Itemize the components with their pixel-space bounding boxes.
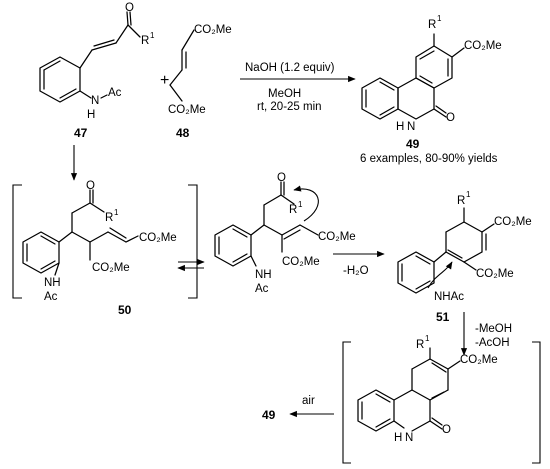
compound-47-structure xyxy=(39,11,141,103)
compound-49-label: 49 xyxy=(406,137,420,151)
c47-hydrogen: H xyxy=(87,109,95,121)
c47-r-label: R xyxy=(141,35,149,47)
compound-48-structure xyxy=(169,29,195,102)
c47-nitrogen: N xyxy=(91,95,99,107)
c51-r-label: R xyxy=(457,195,465,207)
compound-49-structure xyxy=(361,33,465,120)
compound-51-structure xyxy=(397,207,495,294)
c49-r-label: R xyxy=(428,19,436,31)
c48-ester-bottom: CO₂Me xyxy=(168,104,206,116)
dihydro-r-superscript: 1 xyxy=(425,334,430,343)
step4-oxidant: air xyxy=(302,395,315,407)
bracket-dihydro-left xyxy=(342,341,351,464)
c50-nh: NH xyxy=(44,277,61,289)
c50-ester-right: CO₂Me xyxy=(139,232,177,244)
step3-methanol-loss: -MeOH xyxy=(475,323,512,335)
compound-47-label: 47 xyxy=(74,126,88,140)
c47-r-superscript: 1 xyxy=(150,31,155,40)
c47-acetyl: Ac xyxy=(108,87,122,99)
c47-oxygen: O xyxy=(125,2,134,14)
bracket-dihydro-right xyxy=(532,341,541,464)
dihydro-carbonyl-o: O xyxy=(442,424,451,436)
step1-reagent: NaOH (1.2 equiv) xyxy=(245,62,335,74)
enolate-r-label: R xyxy=(289,204,297,216)
c50-r-label: R xyxy=(105,212,113,224)
step1-time: rt, 20-25 min xyxy=(257,101,322,113)
c48-ester-top: CO₂Me xyxy=(194,24,232,36)
dihydro-h: H xyxy=(394,432,402,444)
c50-oxygen: O xyxy=(86,180,95,192)
step2-water-loss: -H₂O xyxy=(343,265,369,277)
c49-h: H xyxy=(396,121,404,133)
c51-ester-top: CO₂Me xyxy=(494,216,532,228)
c50-r-superscript: 1 xyxy=(114,208,119,217)
plus-sign: + xyxy=(160,72,169,89)
enolate-ester-lower: CO₂Me xyxy=(282,256,320,268)
c51-nhac: NHAc xyxy=(434,291,464,303)
step1-solvent: MeOH xyxy=(268,88,301,100)
c50-ester-lower: CO₂Me xyxy=(92,262,130,274)
enolate-r-superscript: 1 xyxy=(298,200,303,209)
dihydro-nh: N xyxy=(405,432,413,444)
c49-carbonyl-o: O xyxy=(446,112,455,124)
c49-ester: CO₂Me xyxy=(464,40,502,52)
compound-48-label: 48 xyxy=(176,126,190,140)
enolate-ester-right: CO₂Me xyxy=(318,231,356,243)
compound-50-label: 50 xyxy=(118,303,132,317)
bracket-50-right xyxy=(188,184,198,299)
enolate-intermediate-structure xyxy=(214,181,319,267)
enolate-oxygen: O xyxy=(277,172,286,184)
c51-ester-lower: CO₂Me xyxy=(476,268,514,280)
compound-50-structure xyxy=(22,189,139,276)
c51-r-superscript: 1 xyxy=(466,190,471,199)
step3-acetic-acid-loss: -AcOH xyxy=(475,337,510,349)
enolate-nh: NH xyxy=(255,269,272,281)
final-compound-49-label: 49 xyxy=(262,408,276,422)
compound-51-label: 51 xyxy=(436,310,450,324)
c50-ac: Ac xyxy=(44,291,58,303)
dihydro-ester: CO₂Me xyxy=(460,354,498,366)
step1-yield: 6 examples, 80-90% yields xyxy=(360,153,498,165)
dihydro-r-label: R xyxy=(416,339,424,351)
bracket-50-left xyxy=(12,184,22,299)
c49-r-superscript: 1 xyxy=(437,14,442,23)
enolate-ac: Ac xyxy=(255,283,269,295)
c49-nh: N xyxy=(407,121,415,133)
dihydro-intermediate-structure xyxy=(357,347,461,432)
